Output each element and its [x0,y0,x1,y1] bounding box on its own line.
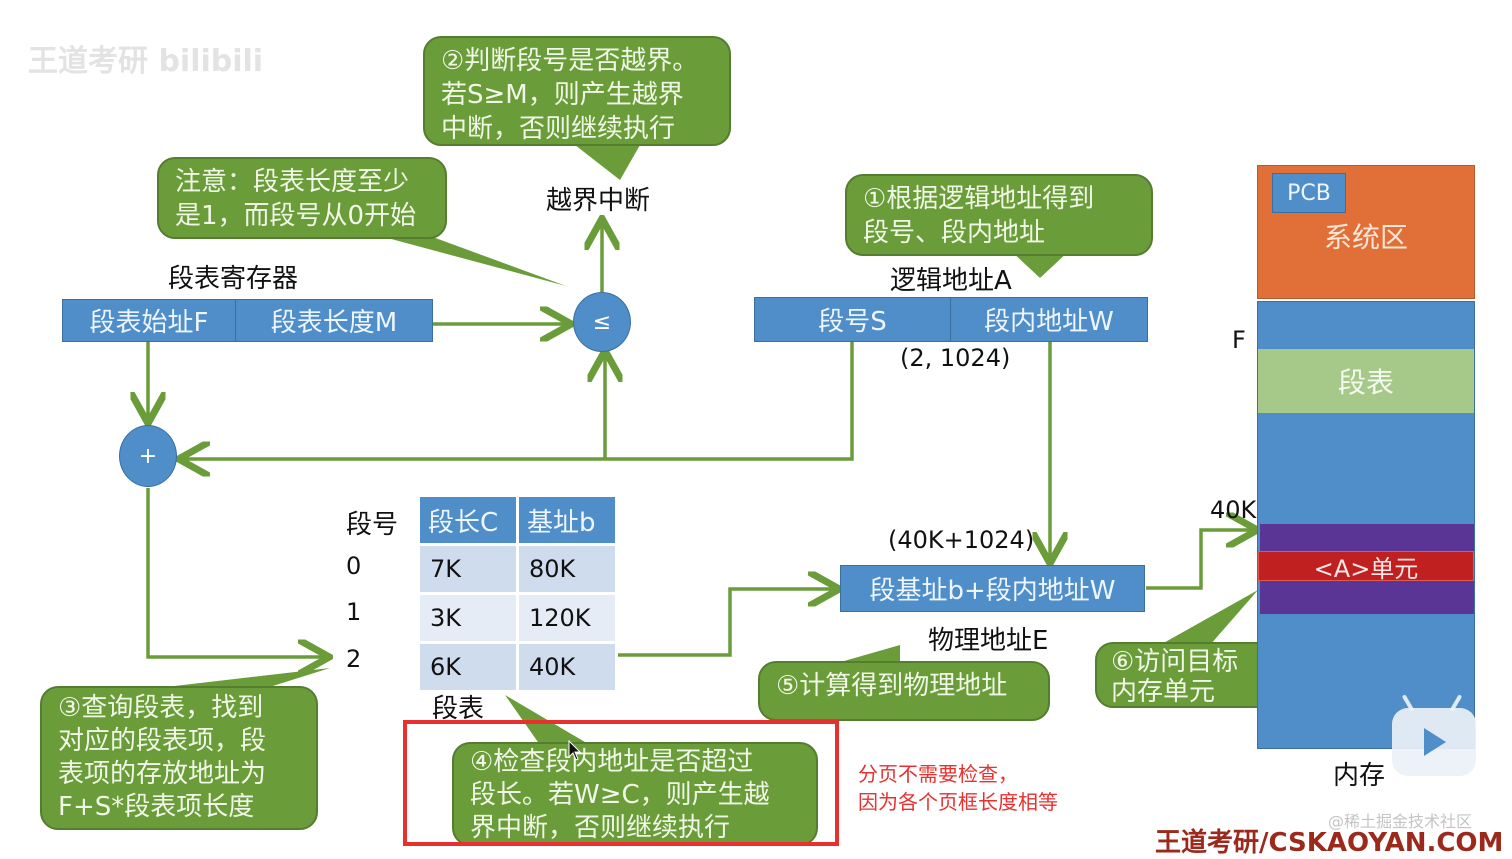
note-step4-line2: 段长。若W≥C，则产生越 [470,780,770,810]
system-area-label: 系统区 [1323,221,1408,254]
physical-address-label: 物理地址E [928,626,1049,656]
table-row: 6K 40K [420,644,615,690]
note-step3-line4: F+S*段表项长度 [58,792,255,822]
overflow-interrupt-label: 越界中断 [546,186,651,216]
segment-no-2: 2 [346,645,362,673]
cell-length: 7K [420,546,516,592]
logical-seg-field: 段号S [754,297,951,342]
note-attention-line2: 是1，而段号从0开始 [175,201,417,231]
register-start-field: 段表始址F [62,299,236,342]
segment-table-caption: 段表 [432,694,485,724]
highlight-box [403,720,839,846]
segment-no-1: 1 [346,598,362,626]
register-length-field: 段表长度M [235,299,433,342]
note-step6: ⑥访问目标 内存单元 [1095,642,1275,708]
paging-annotation-line2: 因为各个页框长度相等 [858,790,1058,814]
paging-annotation-line1: 分页不需要检查， [858,762,1018,786]
note-step5: ⑤计算得到物理地址 [758,661,1050,721]
cell-base: 120K [519,595,615,641]
note-attention-line1: 注意：段表长度至少 [175,167,410,197]
memory-segment-table: 段表 [1258,349,1474,413]
segment-no-0: 0 [346,552,362,580]
note-step1: ①根据逻辑地址得到 段号、段内地址 [845,174,1153,256]
cell-length: 6K [420,644,516,690]
segment-table: 段长C 基址b 7K 80K 3K 120K 6K 40K [417,494,618,693]
note-step6-line1: ⑥访问目标 [1111,647,1239,677]
note-step2-line2: 若S≥M，则产生越界 [441,80,684,110]
tail-attention [380,236,566,286]
note-step1-line2: 段号、段内地址 [863,218,1046,248]
memory-system-area: PCB 系统区 [1257,165,1475,299]
mouse-cursor-icon [568,740,582,761]
physical-address-box: 段基址b+段内地址W [840,565,1145,612]
note-step1-line1: ①根据逻辑地址得到 [863,184,1095,214]
logical-address-label: 逻辑地址A [890,266,1012,296]
physical-value-label: (40K+1024) [888,526,1035,554]
note-step3-line1: ③查询段表，找到 [58,693,264,723]
arrow-base-to-physical [618,589,836,657]
logical-offset-field: 段内地址W [950,297,1148,342]
memory-caption: 内存 [1333,761,1386,791]
arrow-physical-to-memory [1146,530,1254,590]
paging-annotation: 分页不需要检查， 因为各个页框长度相等 [858,760,1058,816]
segment-no-header: 段号 [346,510,399,540]
comparator-node: ≤ [573,292,631,352]
note-step3-line3: 表项的存放地址为 [58,759,267,789]
note-step4-line1: ④检查段内地址是否超过 [470,747,754,777]
note-step4-line3: 界中断，否则继续执行 [470,813,731,843]
table-row: 3K 120K [420,595,615,641]
tail-step1 [1010,250,1070,278]
table-row: 7K 80K [420,546,615,592]
note-step2: ②判断段号是否越界。 若S≥M，则产生越界 中断，否则继续执行 [423,36,731,146]
tail-step2 [575,145,640,180]
pcb-block: PCB [1272,173,1346,213]
tail-step5 [830,645,900,665]
note-step3: ③查询段表，找到 对应的段表项，段 表项的存放地址为 F+S*段表项长度 [40,686,318,830]
F-marker: F [1232,326,1246,354]
note-step4: ④检查段内地址是否超过 段长。若W≥C，则产生越 界中断，否则继续执行 [452,742,818,846]
header-base: 基址b [519,497,615,543]
note-step2-line3: 中断，否则继续执行 [441,114,676,144]
header-length: 段长C [420,497,516,543]
note-attention: 注意：段表长度至少 是1，而段号从0开始 [157,157,447,239]
video-play-icon[interactable] [1392,694,1476,776]
note-step3-line2: 对应的段表项，段 [58,726,267,756]
community-watermark: @稀土掘金技术社区 [1328,812,1473,831]
tail-step3 [140,668,330,690]
segment-table-register-label: 段表寄存器 [168,264,299,294]
logical-value-label: (2, 1024) [900,344,1011,372]
memory-target-unit: <A>单元 [1258,551,1474,583]
site-watermark: 王道考研/CSKAOYAN.COM [1155,828,1504,858]
watermark-logo: 王道考研 bilibili [28,44,264,79]
note-step2-line1: ②判断段号是否越界。 [441,46,699,76]
note-step6-line2: 内存单元 [1111,677,1216,707]
arrow-adder-to-table [146,488,326,657]
arrow-seg-to-adder [182,342,854,459]
tail-step6 [1160,590,1258,645]
k40-marker: 40K [1210,496,1257,524]
cell-base: 80K [519,546,615,592]
cell-length: 3K [420,595,516,641]
adder-node: + [119,425,177,487]
cell-base: 40K [519,644,615,690]
